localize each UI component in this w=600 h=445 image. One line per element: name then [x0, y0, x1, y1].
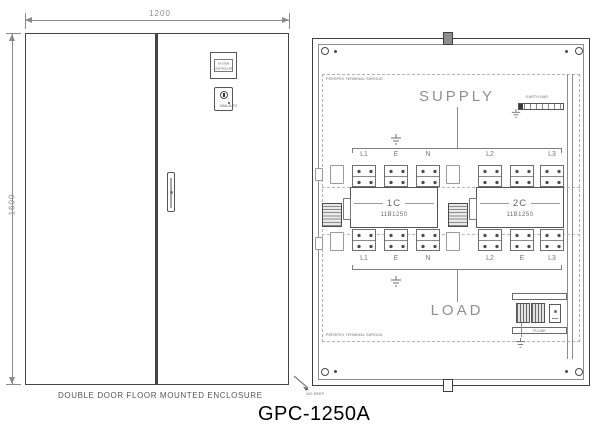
terminal-block [352, 229, 376, 251]
terminal-block [384, 229, 408, 251]
terminal-block [540, 165, 564, 187]
depth-label: 400 DEEP [306, 392, 325, 397]
din-terminal-block [531, 303, 545, 323]
terminal-block [416, 165, 440, 187]
enclosure-caption: DOUBLE DOOR FLOOR MOUNTED ENCLOSURE [58, 391, 263, 400]
key-switch-icon [220, 91, 228, 99]
fuse-link-label: FU LINK [533, 329, 546, 333]
earth-drop-line [521, 323, 522, 337]
terminal-label-supply-l3: L3 [548, 151, 556, 158]
load-feeder-line [457, 270, 458, 302]
aux-device-dot [554, 310, 557, 313]
terminal-block [384, 165, 408, 187]
mounting-tab-bottom [443, 379, 453, 392]
controller-faceplate: SYSTEM CONTROLLER [214, 59, 233, 72]
front-elevation: 1200 1600 SYSTEM CONTROLLER MAN-AUTO [6, 9, 290, 400]
door-handle-lock [169, 191, 173, 194]
earth-symbol-fuse-link [515, 338, 526, 348]
motor-operator-2 [448, 203, 468, 227]
shroud-label-bottom: PERSPEX TERMINAL SHROUD [326, 333, 383, 338]
switch-side-bracket [469, 198, 477, 220]
load-terminal-bracket [352, 265, 562, 270]
dimension-arrow [9, 377, 15, 384]
terminal-block [478, 229, 502, 251]
earth-bar [518, 103, 564, 110]
product-title: GPC-1250A [258, 403, 371, 425]
corner-screw-top-left [321, 47, 329, 55]
terminal-block [478, 165, 502, 187]
controller-label-line2: CONTROLLER [214, 66, 233, 70]
earth-symbol-earth-bar [511, 109, 521, 118]
fixing-dot [334, 370, 337, 373]
terminal-block [352, 165, 376, 187]
terminal-label-load-l3: L3 [548, 255, 556, 262]
controller-label-line1: SYSTEM [217, 61, 230, 65]
dimension-arrow [9, 34, 15, 41]
terminal-block [416, 229, 440, 251]
fixing-dot [565, 370, 568, 373]
height-dimension-line [12, 34, 13, 384]
switch-side-bracket [343, 198, 351, 220]
busbar-support [330, 165, 344, 184]
corner-screw-top-right [575, 47, 583, 55]
earth-bar-label: EARTH BAR [526, 95, 549, 100]
terminal-label-supply-e: E [393, 151, 399, 158]
shroud-section-line [322, 187, 580, 188]
extension-line [6, 33, 21, 34]
terminal-block [510, 165, 534, 187]
busbar-support [446, 232, 460, 251]
corner-screw-bottom-right [575, 368, 583, 376]
depth-leader-arrow [293, 375, 309, 391]
panel-clip [315, 237, 323, 250]
din-terminal-block [516, 303, 530, 323]
panel-clip [315, 168, 323, 181]
earth-symbol-load [391, 276, 401, 287]
switch-2-model: 11B1250 [506, 211, 534, 218]
motor-operator-1 [322, 203, 342, 227]
dimension-arrow [282, 17, 289, 23]
key-switch: MAN-AUTO [214, 87, 237, 111]
busbar-support [446, 165, 460, 184]
earth-symbol-supply [391, 134, 401, 145]
changeover-switch-1: 1C 11B1250 [350, 187, 438, 228]
key-switch-dot [228, 102, 230, 104]
switch-1-model: 11B1250 [380, 211, 408, 218]
door-divider [155, 33, 158, 385]
width-dimension-line [25, 20, 289, 21]
terminal-block [510, 229, 534, 251]
wiring-bar-top [512, 293, 567, 300]
mounting-tab-top [443, 32, 453, 45]
load-label: LOAD [430, 302, 484, 319]
extension-line [6, 384, 21, 385]
width-dimension-label: 1200 [149, 9, 171, 18]
terminal-label-load-n: N [425, 255, 431, 262]
fuse-link-bar: FU LINK [512, 327, 567, 334]
dimension-arrow [25, 17, 32, 23]
switch-1-id: 1C [386, 197, 402, 209]
supply-label: SUPPLY [418, 88, 496, 105]
supply-feeder-line [457, 107, 458, 148]
shroud-label-top: PERSPEX TERMINAL SHROUD [326, 77, 383, 82]
terminal-label-supply-l1: L1 [360, 151, 368, 158]
terminal-label-load-l1: L1 [360, 255, 368, 262]
aux-device-box [549, 304, 561, 323]
switch-2-id: 2C [512, 197, 528, 209]
controller-box: SYSTEM CONTROLLER [210, 52, 237, 79]
fixing-dot [565, 50, 568, 53]
cable-trunking-vertical [567, 74, 573, 359]
terminal-label-supply-l2: L2 [486, 151, 494, 158]
terminal-block [540, 229, 564, 251]
terminal-label-supply-n: N [425, 151, 431, 158]
busbar-support [330, 232, 344, 251]
extension-line [289, 13, 290, 29]
terminal-label-load-l2: L2 [486, 255, 494, 262]
terminal-label-load-e2: E [519, 255, 525, 262]
fixing-dot [334, 50, 337, 53]
supply-terminal-bracket [352, 148, 562, 153]
terminal-label-load-e1: E [393, 255, 399, 262]
changeover-switch-2: 2C 11B1250 [476, 187, 564, 228]
door-handle [167, 172, 175, 212]
corner-screw-bottom-left [321, 368, 329, 376]
